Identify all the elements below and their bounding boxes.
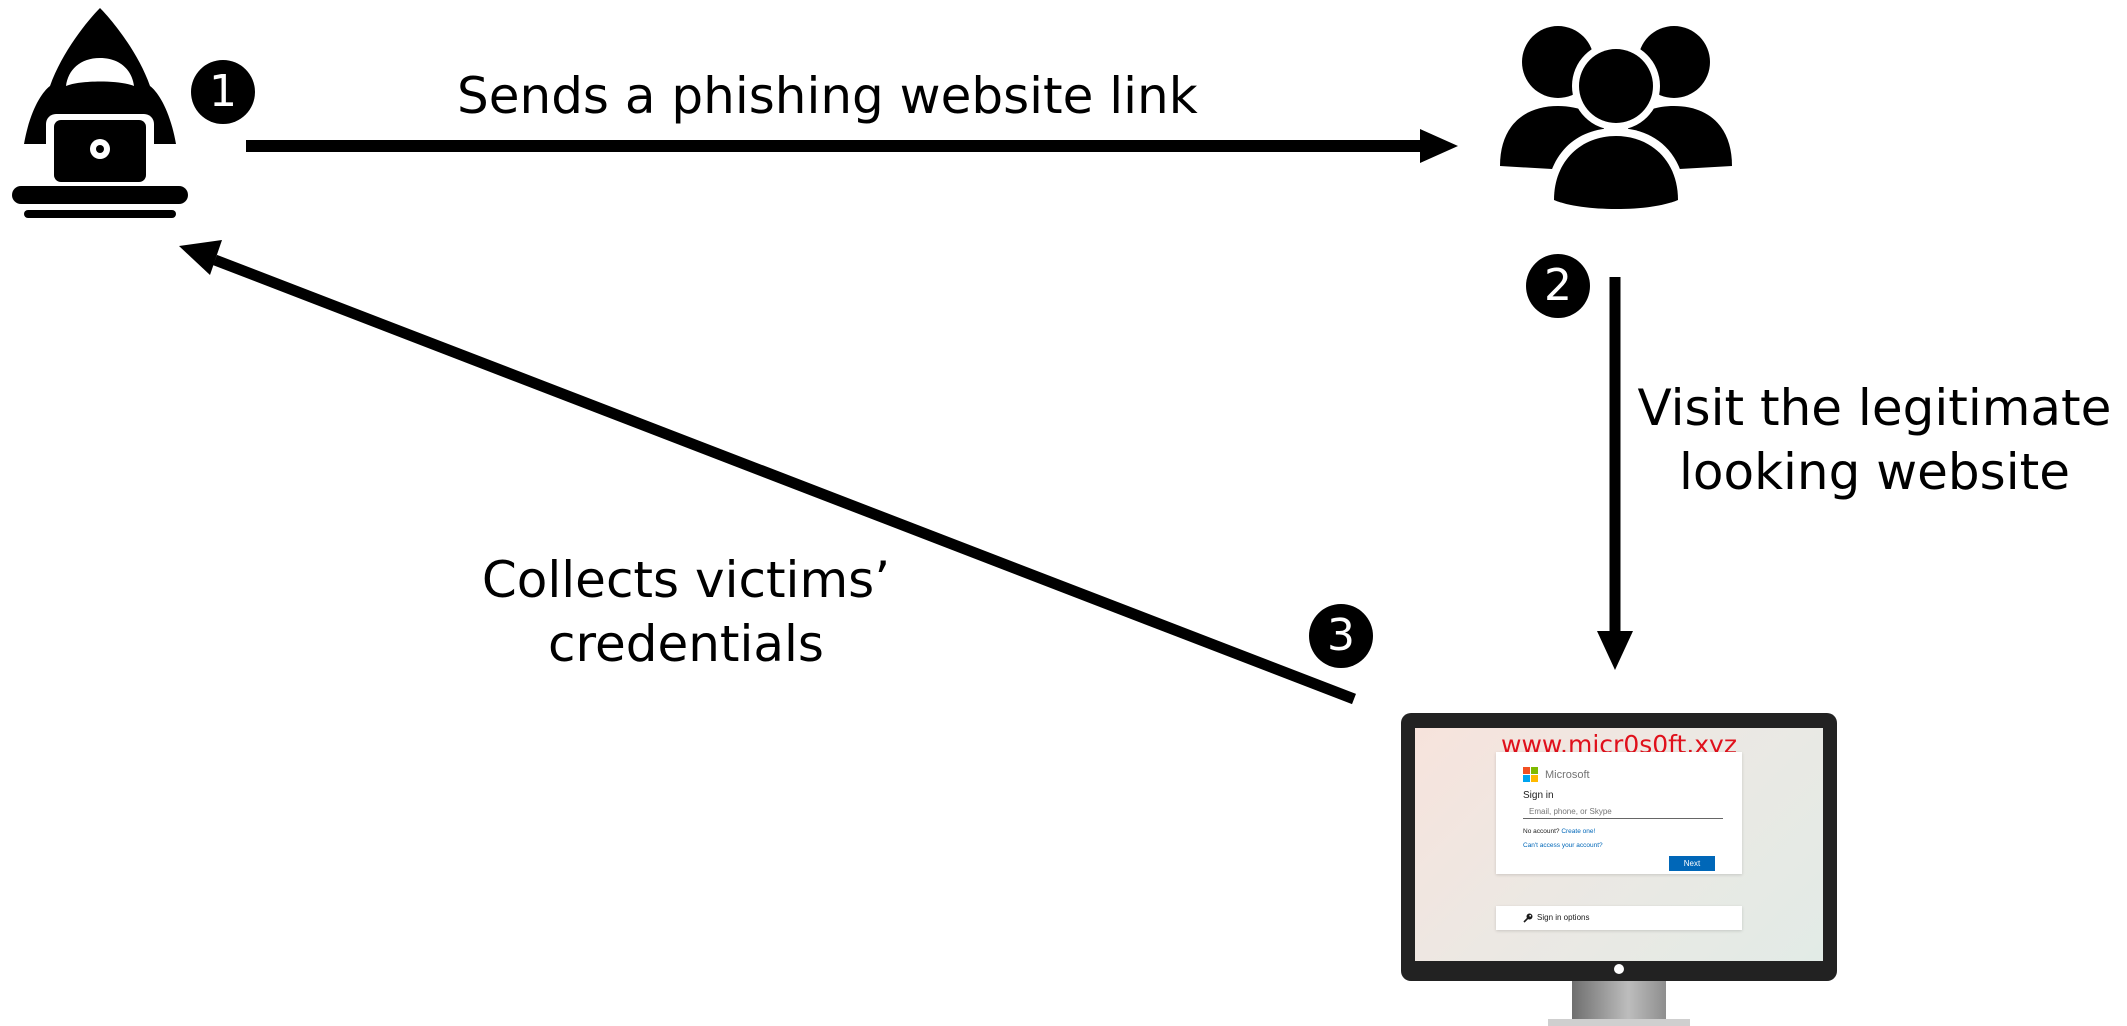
step-3-label-line1: Collects victims’: [481, 551, 891, 609]
monitor-power-dot: [1614, 964, 1624, 974]
next-button[interactable]: Next: [1669, 856, 1715, 871]
arrow-step1: [246, 129, 1458, 163]
brand-name: Microsoft: [1545, 769, 1590, 781]
step-2-label: Visit the legitimate looking website: [1622, 376, 2127, 504]
no-account-text: No account?: [1523, 828, 1560, 835]
monitor-stand-base: [1548, 1019, 1690, 1026]
step-3-label-line2: credentials: [548, 615, 824, 673]
sign-in-card: Microsoft Sign in No account? Create one…: [1496, 752, 1742, 874]
step-2-badge: 2: [1526, 254, 1590, 318]
sign-in-title: Sign in: [1523, 790, 1554, 801]
sign-in-options-label: Sign in options: [1537, 913, 1590, 922]
user-group-icon: [1500, 26, 1732, 209]
create-account-link[interactable]: Create one!: [1561, 828, 1596, 835]
step-3-badge: 3: [1309, 604, 1373, 668]
arrow-step3: [179, 240, 1356, 705]
hacker-with-laptop-icon: [12, 8, 188, 218]
microsoft-logo-icon: [1523, 767, 1539, 783]
no-account-line: No account? Create one!: [1523, 827, 1595, 836]
monitor-stand: [1572, 981, 1666, 1026]
phishing-page-screen: www.micr0s0ft.xyz Microsoft Sign in No a…: [1415, 728, 1823, 961]
step-3-label: Collects victims’ credentials: [436, 548, 936, 676]
step-2-label-line1: Visit the legitimate: [1637, 379, 2112, 437]
arrow-step2: [1597, 277, 1633, 670]
email-field[interactable]: [1523, 805, 1723, 819]
step-1-label: Sends a phishing website link: [457, 67, 1198, 125]
cant-access-account-link[interactable]: Can't access your account?: [1523, 842, 1603, 849]
sign-in-options-button[interactable]: Sign in options: [1496, 906, 1742, 930]
key-icon: [1523, 913, 1533, 923]
step-2-label-line2: looking website: [1679, 443, 2070, 501]
step-1-badge: 1: [191, 60, 255, 124]
